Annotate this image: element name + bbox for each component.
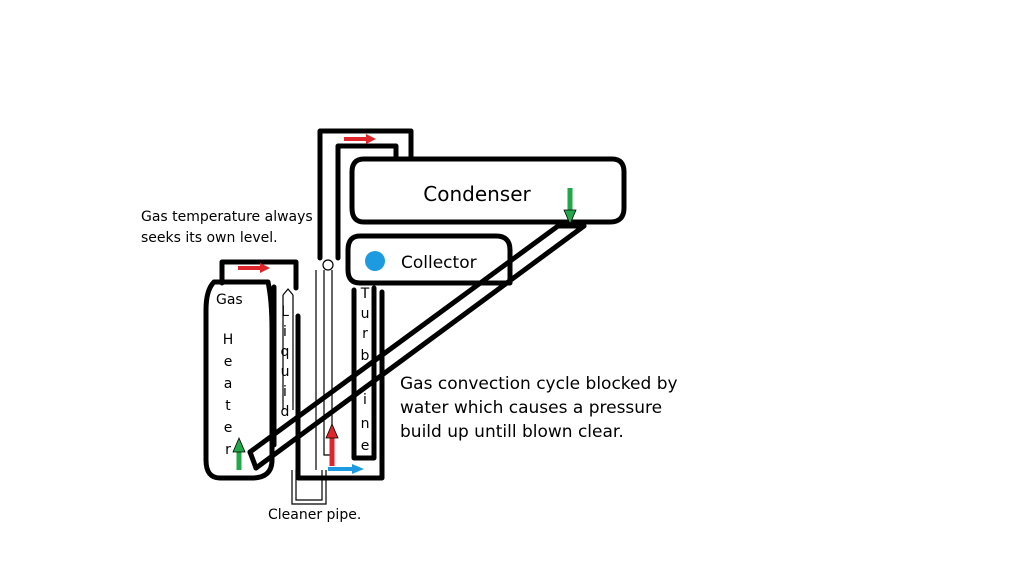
heater-top-loop [219, 259, 299, 291]
convection-note-line: water which causes a pressure [400, 398, 662, 418]
gas-tube [315, 259, 334, 470]
liquid-letter: i [283, 324, 287, 340]
condenser [349, 156, 627, 225]
liquid-letter: q [281, 344, 290, 360]
heater [203, 279, 275, 481]
gas-label: Gas [216, 292, 243, 308]
turbine-letter: n [361, 416, 370, 432]
collector-indicator-dot [365, 251, 385, 271]
convection-note: Gas convection cycle blocked by water wh… [400, 374, 678, 442]
collector [345, 233, 513, 286]
collector-label: Collector [401, 253, 477, 273]
turbine-letter: e [361, 438, 370, 454]
red-arrow-heater-top-right-icon [238, 263, 270, 273]
heater-letter: e [224, 420, 233, 436]
green-arrow-condenser-down-icon [563, 188, 577, 226]
turbine-letter: u [361, 306, 370, 322]
red-arrow-top-right-icon [344, 134, 376, 144]
flow-arrows [232, 134, 577, 474]
temperature-note: Gas temperature always seeks its own lev… [141, 209, 313, 246]
condenser-label: Condenser [423, 182, 531, 206]
heater-letter: t [225, 398, 231, 414]
liquid-letter: d [281, 404, 290, 420]
red-arrow-turbine-up-icon [325, 422, 339, 466]
heater-letter: a [224, 376, 233, 392]
convection-note-line: Gas convection cycle blocked by [400, 374, 678, 394]
liquid-letter: u [281, 364, 290, 380]
green-arrow-heater-up-icon [232, 436, 246, 470]
liquid-label: L i q u i d [281, 304, 290, 420]
heater-letter: r [225, 442, 231, 458]
convection-note-line: build up untill blown clear. [400, 422, 624, 442]
liquid-letter: L [281, 304, 289, 320]
diagonal-return-pipe [247, 223, 587, 471]
temperature-note-line: Gas temperature always [141, 209, 313, 225]
turbine-letter: r [362, 326, 368, 342]
turbine-letter: i [363, 392, 367, 408]
top-pipe [317, 128, 414, 261]
cleaner-pipe-label: Cleaner pipe. [268, 507, 361, 523]
turbine-label: T u r b i n e [360, 286, 370, 454]
turbine-letter: b [361, 348, 370, 364]
temperature-note-line: seeks its own level. [141, 230, 278, 246]
turbine-letter: T [360, 286, 370, 302]
heater-letter: H [223, 332, 234, 348]
liquid-letter: i [283, 384, 287, 400]
blue-arrow-turbine-right-icon [328, 464, 364, 474]
heater-label: H e a t e r [223, 332, 234, 458]
heater-letter: e [224, 354, 233, 370]
cleaner-pipe [291, 470, 327, 505]
